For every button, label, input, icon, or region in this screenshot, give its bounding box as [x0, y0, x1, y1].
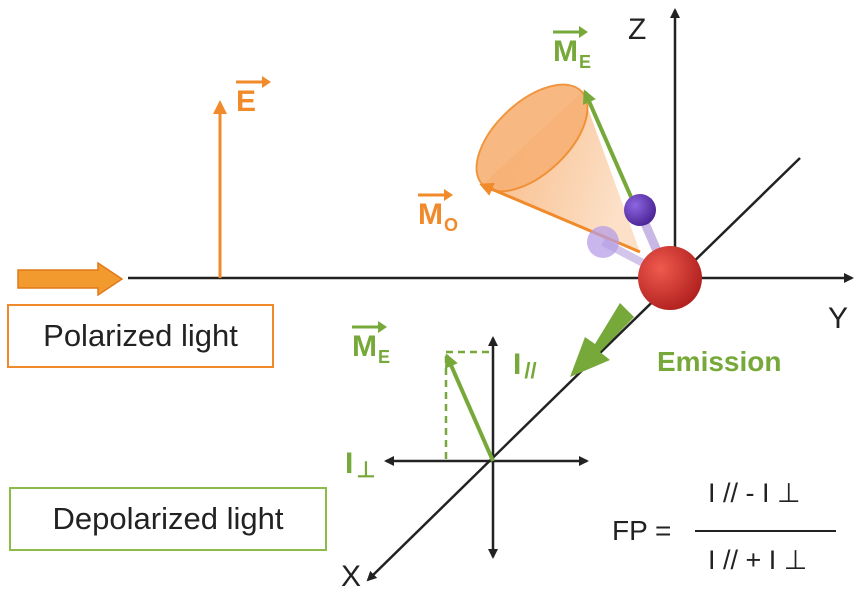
depolarized-light-box: Depolarized light — [9, 487, 327, 551]
emission-arrow — [570, 303, 634, 377]
i-parallel-label: I// — [513, 348, 537, 383]
m-e-vector-label-bottom: ME — [352, 321, 390, 367]
molecule-atom-purple — [624, 194, 656, 226]
molecule-center-atom — [638, 246, 702, 310]
formula-numerator: I // - I ⊥ — [708, 478, 801, 508]
depolarized-light-label: Depolarized light — [52, 501, 284, 536]
m-e-vector-bottom — [445, 353, 495, 462]
m-o-vector-label: MO — [418, 189, 458, 235]
polarized-light-label: Polarized light — [43, 318, 238, 353]
vector-arrow-icon — [352, 321, 387, 333]
vector-arrow-icon — [236, 76, 271, 88]
molecule-atom-faint — [587, 226, 619, 258]
m-e-vector-label-top: ME — [553, 26, 591, 72]
fraction-bar — [695, 530, 836, 532]
z-axis-label: Z — [628, 13, 647, 46]
formula-denominator: I // + I ⊥ — [708, 545, 808, 575]
vector-arrow-icon — [418, 189, 453, 201]
vector-arrow-icon — [553, 26, 588, 38]
emission-label: Emission — [657, 346, 782, 377]
formula-lhs: FP = — [612, 515, 672, 546]
x-axis-label: X — [341, 560, 362, 593]
y-axis-label: Y — [828, 302, 849, 335]
polarized-light-box: Polarized light — [7, 304, 274, 368]
orientation-cone — [482, 92, 640, 252]
incident-light-arrow — [17, 261, 124, 297]
x-axis — [366, 391, 561, 582]
e-vector-label: E — [236, 76, 271, 119]
i-perpendicular-label: I⊥ — [345, 447, 376, 482]
